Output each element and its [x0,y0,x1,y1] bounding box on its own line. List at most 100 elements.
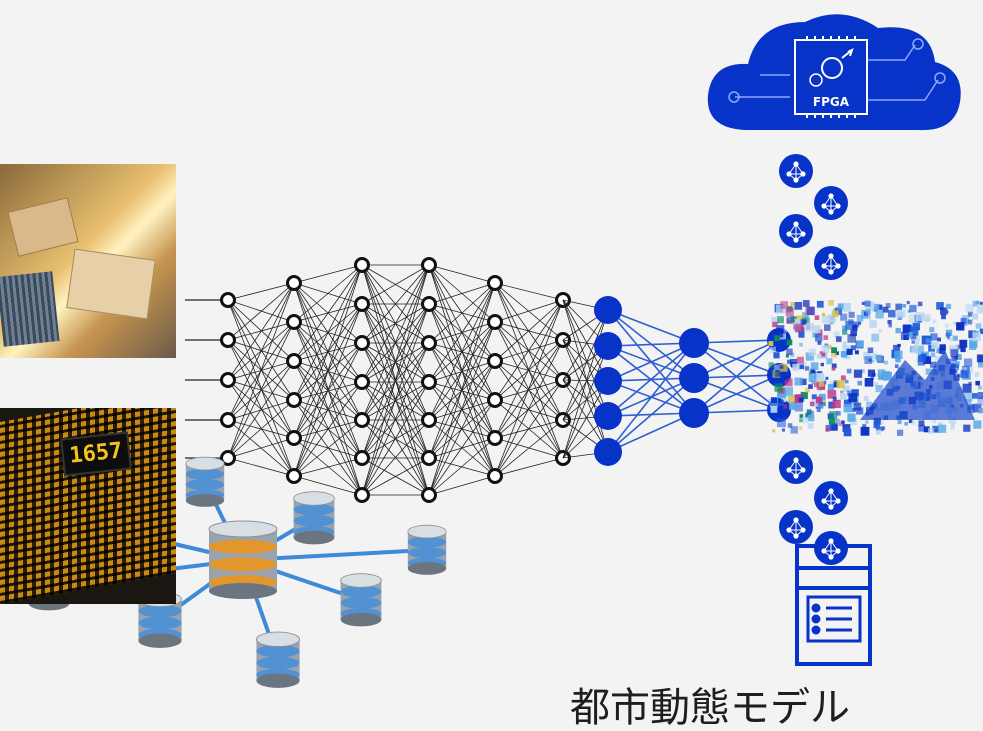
pixel [846,368,852,374]
pixel [842,424,851,432]
network-edge [227,457,295,477]
pixel [857,380,862,386]
pixel [864,378,874,387]
network-edge [227,282,295,459]
pixel [789,401,798,410]
pixel [950,422,955,427]
pixel [972,313,978,320]
pixel [785,354,789,358]
pixel [902,324,912,334]
pixel [977,392,983,400]
pixel [790,426,798,434]
pixel [810,362,819,370]
pixel [847,390,853,396]
network-edge [494,321,564,381]
pixel [776,316,784,324]
pixel [805,352,814,361]
pixel [829,411,838,420]
pixel [972,332,981,341]
network-edge [227,299,295,362]
pixel [868,316,872,320]
pixel [917,354,926,363]
pixel [955,354,962,360]
pixel [911,346,918,354]
pixel [819,404,824,409]
pixel [867,369,875,377]
pixel [824,324,831,331]
pixel [794,318,803,326]
pixel [864,300,871,307]
pixel [776,304,785,314]
pixel [840,393,847,400]
pixel [798,426,803,430]
pixel [789,358,798,367]
pixel [815,334,823,342]
pixel [820,362,824,367]
pixel [802,416,809,423]
pixel [828,401,836,409]
pixel [851,389,859,397]
network-edge [494,339,564,401]
pixel [828,300,834,306]
pixel [915,345,924,354]
pixel [918,425,925,432]
pixel [843,399,852,407]
pixel [925,338,931,344]
blue-node [594,367,622,395]
pixel [805,387,810,393]
pixel [853,321,860,328]
pixel [814,315,820,320]
pixel [837,303,844,310]
pixel [843,428,852,437]
network-edge [693,374,780,414]
pixel [815,373,825,382]
pixel [979,328,983,334]
pixel [835,351,839,356]
network-node [354,450,370,466]
pixel [831,347,837,354]
pixel [786,348,793,355]
pixel [873,417,881,425]
network-node [487,392,503,408]
network-edge [361,264,430,421]
pixel [833,331,840,338]
cloud-icon: FPGA [707,14,961,131]
pixel [781,428,785,432]
pixel [975,380,980,386]
pixel [875,354,882,361]
pixel [895,327,901,334]
network-edge [494,399,564,421]
pixel [968,330,977,339]
pixel [807,422,814,429]
network-edge [293,264,363,362]
pixel [840,375,846,381]
pixel [881,426,886,430]
blue-node [679,328,709,358]
network-edge [227,282,295,421]
pixel [975,323,982,329]
pixel [774,364,780,371]
network-edge [293,303,363,477]
pixel [960,317,967,324]
pixel [794,302,803,310]
network-edge [293,381,363,477]
network-edge [227,321,295,459]
ticker-display: 1657 [60,431,132,477]
pixel [923,356,932,364]
pixel [950,426,955,431]
pixel [821,401,826,407]
pixel [877,373,885,381]
pixel [910,333,917,340]
pixel [964,358,973,367]
database-icon [340,573,382,627]
pixel [848,311,855,318]
pixel [806,306,815,316]
pixel [785,307,794,316]
network-edge [562,345,609,459]
pixel [836,336,842,342]
pixel [860,369,865,374]
network-node [421,296,437,312]
network-edge [494,299,564,323]
pixel [856,407,864,415]
pixel [897,315,902,320]
